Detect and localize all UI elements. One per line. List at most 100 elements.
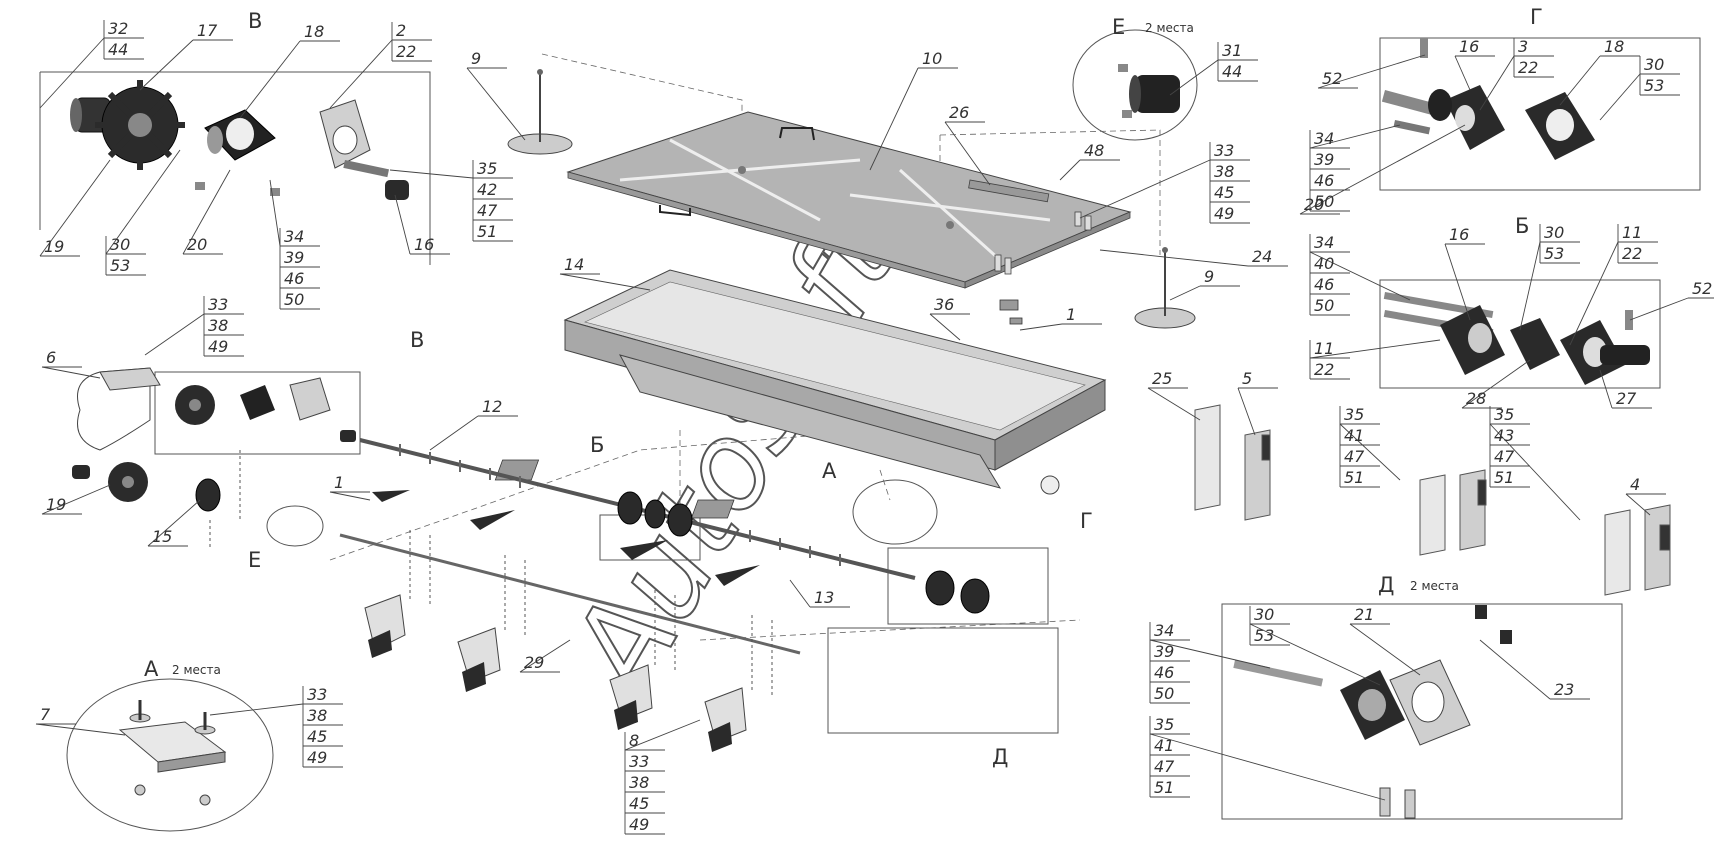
callout-number: 38	[307, 706, 327, 725]
callout-number: 13	[814, 588, 834, 607]
support-leg-right	[1134, 247, 1196, 329]
leader-c16g	[1454, 55, 1471, 91]
callout-number: 39	[1314, 150, 1334, 169]
callout-c52a: 52	[1318, 69, 1358, 89]
callout-number: 34	[1154, 621, 1174, 640]
callout-c16a: 16	[410, 235, 450, 255]
callout-c15: 15	[148, 527, 188, 547]
callout-number: 53	[110, 256, 130, 275]
hinge-parts	[1194, 404, 1671, 596]
leader-c19b	[41, 484, 111, 515]
callout-number: 46	[1314, 171, 1334, 190]
callout-number: 34	[1314, 129, 1334, 148]
callout-number: 11	[1314, 339, 1334, 358]
callout-c21: 21	[1350, 605, 1390, 625]
view-v-top: В	[248, 9, 262, 33]
callout-number: 33	[208, 295, 228, 314]
callout-c9b: 9	[1200, 267, 1240, 287]
callout-number: 38	[1214, 162, 1234, 181]
leader-c30d	[1249, 623, 1381, 686]
callout-number: 45	[1214, 183, 1234, 202]
leader-c18g	[1559, 55, 1601, 106]
callout-c16g: 16	[1455, 37, 1495, 57]
callout-c48: 48	[1080, 141, 1120, 161]
callout-c29: 29	[520, 653, 560, 673]
leader-c6	[41, 366, 101, 379]
leader-c24	[1099, 249, 1249, 267]
leader-c33c	[209, 703, 304, 716]
leader-c34a	[269, 179, 281, 247]
callout-number: 44	[1222, 62, 1242, 81]
view-a-detail: А	[144, 657, 159, 681]
callout-number: 50	[1314, 192, 1334, 211]
callout-number: 36	[934, 295, 954, 314]
callout-number: 53	[1254, 626, 1274, 645]
callout-number: 22	[1518, 58, 1538, 77]
tine-assemblies	[364, 594, 747, 752]
callout-number: 38	[629, 773, 649, 792]
callout-number: 30	[110, 235, 130, 254]
callout-c34g: 34 39 46 50	[1309, 129, 1350, 212]
callout-number: 3	[1518, 37, 1528, 56]
callout-number: 18	[1604, 37, 1624, 56]
detail-d-parts	[1233, 605, 1512, 819]
callout-number: 16	[1449, 225, 1469, 244]
callout-c18g: 18	[1600, 37, 1640, 57]
callout-number: 33	[1214, 141, 1234, 160]
callout-number: 7	[40, 705, 51, 724]
callout-number: 39	[284, 248, 304, 267]
leader-c2	[329, 39, 393, 109]
leader-c30b	[1519, 241, 1541, 331]
callout-number: 8	[629, 731, 639, 750]
callout-number: 28	[1466, 389, 1486, 408]
callout-c13: 13	[810, 588, 850, 608]
leader-c35d	[1149, 733, 1386, 801]
callout-number: 53	[1544, 244, 1564, 263]
leader-c11b	[1309, 339, 1441, 359]
leader-c14	[559, 273, 651, 291]
callout-number: 16	[1459, 37, 1479, 56]
leader-c9b	[1169, 285, 1201, 301]
callout-number: 21	[1354, 605, 1374, 624]
callout-number: 33	[629, 752, 649, 771]
leader-c23	[1479, 639, 1551, 700]
detail-frames	[39, 29, 1701, 832]
hopper-body-part	[563, 269, 1107, 495]
leader-c5	[1237, 387, 1256, 436]
leader-c36	[929, 313, 961, 341]
callout-c19a: 19	[40, 237, 80, 257]
view-labels: В В Г Б Е 2 места Е А А 2 места Б Г Д Д …	[144, 5, 1543, 769]
leader-c3	[1479, 55, 1515, 111]
callout-number: 49	[629, 815, 649, 834]
leader-c9a	[466, 67, 526, 141]
lower-shaft-part	[339, 533, 801, 655]
view-d-detail: Д	[1378, 573, 1394, 597]
callout-c16b: 16	[1445, 225, 1485, 245]
callout-c52b: 52	[1688, 279, 1714, 299]
callout-number: 25	[1152, 369, 1172, 388]
callout-number: 51	[1494, 468, 1514, 487]
callout-c5: 5	[1238, 369, 1278, 389]
leader-c26	[944, 121, 991, 186]
callout-c2: 222	[391, 21, 432, 62]
callout-c27: 27	[1612, 389, 1652, 409]
callout-number: 52	[1322, 69, 1342, 88]
callout-number: 53	[1644, 76, 1664, 95]
callout-number: 6	[46, 348, 56, 367]
callout-number: 38	[208, 316, 228, 335]
leader-c4	[1625, 493, 1651, 516]
callout-c28: 28	[1462, 389, 1502, 409]
leader-c19a	[39, 159, 111, 257]
view-a-detail-note: 2 места	[172, 663, 221, 677]
callout-number: 33	[307, 685, 327, 704]
callout-number: 9	[1204, 267, 1214, 286]
leader-lines	[35, 37, 1689, 801]
callout-number: 5	[1242, 369, 1252, 388]
